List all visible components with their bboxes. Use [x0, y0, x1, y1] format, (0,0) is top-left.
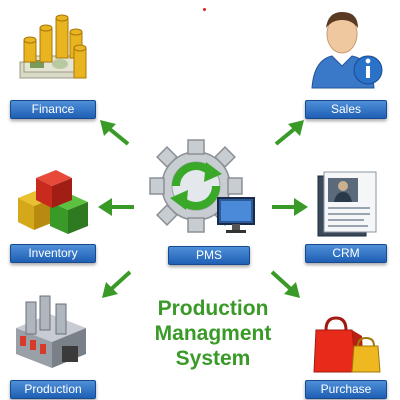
arrow-to-purchase	[270, 270, 300, 298]
sales-label[interactable]: Sales	[305, 100, 387, 119]
gear-refresh-monitor-icon	[149, 139, 255, 233]
production-label[interactable]: Production	[10, 380, 96, 399]
money-stack-icon	[19, 14, 87, 79]
diagram-title: Production Managment System	[128, 296, 298, 371]
title-line-1: Production	[157, 297, 269, 320]
arrow-to-sales	[274, 120, 304, 146]
decorative-dot	[203, 8, 206, 11]
inventory-label[interactable]: Inventory	[10, 244, 96, 263]
arrow-to-production	[102, 270, 132, 298]
shopping-bag-icon	[313, 316, 381, 373]
center-label[interactable]: PMS	[168, 246, 250, 265]
boxes-icon	[18, 170, 88, 234]
arrow-to-crm	[272, 198, 308, 216]
factory-icon	[16, 295, 86, 368]
arrow-to-inventory	[98, 198, 134, 216]
crm-label[interactable]: CRM	[305, 244, 387, 263]
purchase-label[interactable]: Purchase	[305, 380, 387, 399]
title-line-2: Managment	[154, 322, 272, 345]
document-folder-icon	[317, 171, 377, 237]
arrow-to-finance	[100, 120, 130, 146]
finance-label[interactable]: Finance	[10, 100, 96, 119]
title-line-3: System	[175, 347, 251, 370]
user-info-icon	[311, 12, 383, 89]
